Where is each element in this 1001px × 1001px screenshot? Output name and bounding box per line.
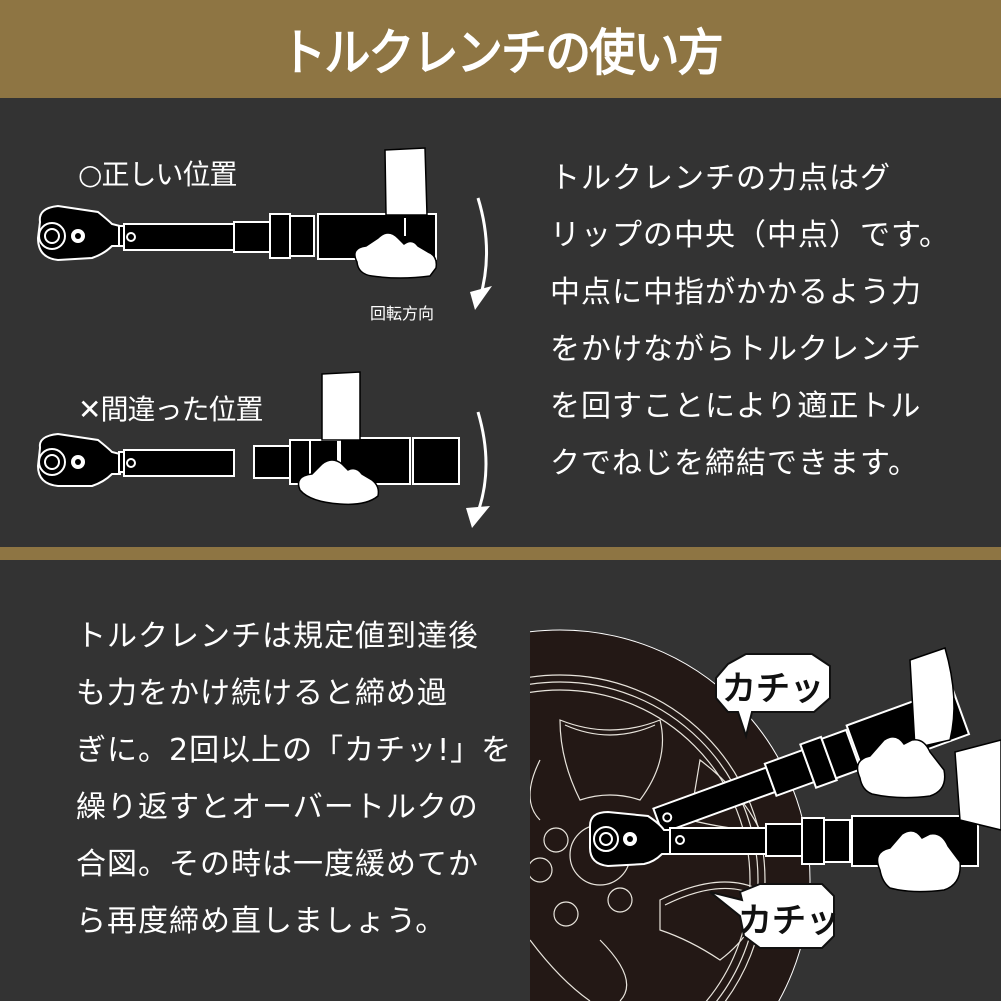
page-title: トルクレンチの使い方 <box>279 24 723 82</box>
cross-mark-icon: ✕ <box>78 393 101 426</box>
hand-icon <box>876 739 1001 893</box>
rotation-arrow-icon <box>476 411 488 513</box>
circle-mark-icon: ○ <box>78 158 102 191</box>
section-divider <box>0 547 1001 560</box>
rotation-arrow-icon <box>476 197 489 299</box>
svg-text:カチッ: カチッ <box>738 901 840 941</box>
wrench-head-icon <box>36 204 437 262</box>
click-sound-bubble-upper: カチッ <box>715 653 831 740</box>
svg-text:カチッ: カチッ <box>722 669 824 709</box>
correct-position-label: ○正しい位置 <box>78 158 237 191</box>
hand-icon <box>354 147 438 279</box>
wrong-position-label: ✕間違った位置 <box>78 393 263 426</box>
hand-icon <box>856 647 955 799</box>
grip-explanation-text: トルクレンチの力点はグ リップの中央（中点）です。 中点に中指がかかるよう力 を… <box>550 161 950 481</box>
click-sound-bubble-lower: カチッ <box>709 883 840 949</box>
header-banner: トルクレンチの使い方 <box>0 0 1001 98</box>
rotation-direction-label: 回転方向 <box>370 304 435 323</box>
overtorque-explanation-text: トルクレンチは規定値到達後 も力をかけ続けると締め過 ぎに。2回以上の「カチッ!… <box>76 619 513 939</box>
hand-icon <box>297 371 380 506</box>
